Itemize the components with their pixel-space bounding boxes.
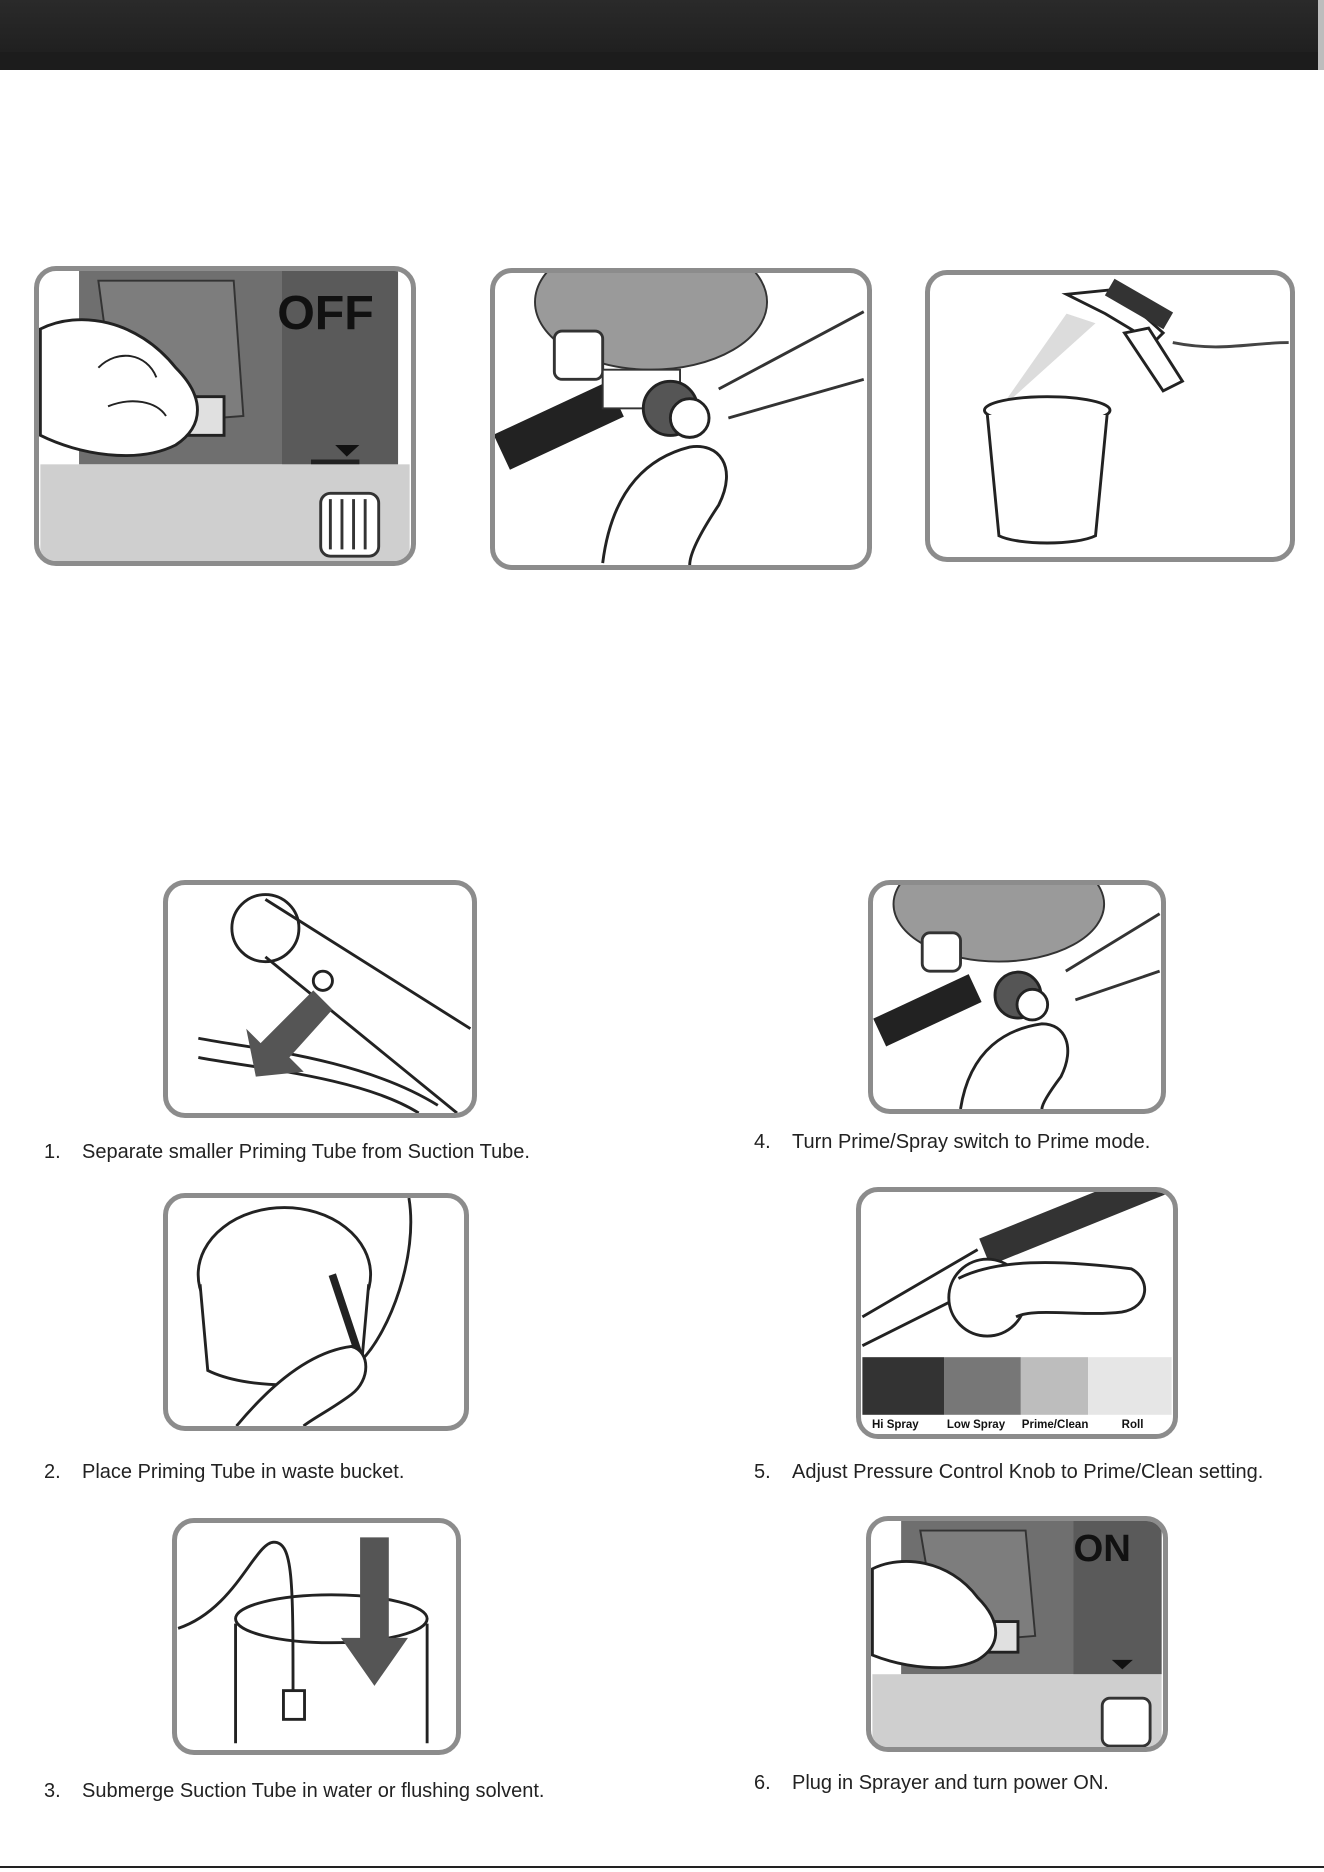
- on-label: ON: [1074, 1527, 1131, 1570]
- step-1-drawing: [198, 893, 472, 1113]
- illustration-step-5: Hi Spray Low Spray Prime/Clean Roll: [856, 1187, 1178, 1439]
- step-6-drawing: ON: [871, 1521, 1162, 1747]
- step-6-caption: 6. Plug in Sprayer and turn power ON.: [754, 1772, 1109, 1795]
- illustration-step-1: [163, 880, 477, 1118]
- step-6-text: Plug in Sprayer and turn power ON.: [792, 1772, 1109, 1794]
- step-1-number: 1.: [44, 1141, 61, 1163]
- step-4-text: Turn Prime/Spray switch to Prime mode.: [792, 1131, 1151, 1153]
- step-5-caption: 5. Adjust Pressure Control Knob to Prime/…: [754, 1461, 1263, 1484]
- knob-setting-prime-clean: Prime/Clean: [1022, 1419, 1089, 1431]
- step-3-text: Submerge Suction Tube in water or flushi…: [82, 1780, 545, 1802]
- illustration-spray-bucket: [925, 270, 1295, 562]
- spray-bucket-drawing: [983, 278, 1289, 545]
- illustration-step-3: [172, 1518, 461, 1755]
- off-label: OFF: [277, 286, 374, 340]
- step-4-number: 4.: [754, 1131, 771, 1153]
- header-edge: [1318, 0, 1324, 70]
- knob-setting-roll: Roll: [1122, 1419, 1144, 1431]
- step-4-caption: 4. Turn Prime/Spray switch to Prime mode.: [754, 1131, 1150, 1154]
- illustration-step-6: ON: [866, 1516, 1168, 1752]
- knob-setting-hi-spray: Hi Spray: [872, 1419, 919, 1431]
- step-1-caption: 1. Separate smaller Priming Tube from Suc…: [44, 1141, 530, 1164]
- step-4-drawing: [873, 885, 1161, 1109]
- step-2-caption: 2. Place Priming Tube in waste bucket.: [44, 1461, 404, 1484]
- step-5-drawing: Hi Spray Low Spray Prime/Clean Roll: [861, 1192, 1172, 1434]
- step-2-drawing: [196, 1198, 413, 1426]
- step-2-text: Place Priming Tube in waste bucket.: [82, 1461, 405, 1483]
- illustration-power-off: OFF: [34, 266, 416, 566]
- step-5-number: 5.: [754, 1461, 771, 1483]
- header-shine: [0, 0, 1324, 52]
- prime-switch-drawing: [495, 273, 865, 565]
- illustration-prime-switch-top: [490, 268, 872, 570]
- step-5-text: Adjust Pressure Control Knob to Prime/Cl…: [792, 1461, 1264, 1483]
- header-bar: [0, 0, 1324, 70]
- step-2-number: 2.: [44, 1461, 61, 1483]
- step-1-text: Separate smaller Priming Tube from Sucti…: [82, 1141, 530, 1163]
- footer-rule: [0, 1866, 1324, 1868]
- step-3-caption: 3. Submerge Suction Tube in water or flus…: [44, 1780, 544, 1803]
- illustration-step-2: [163, 1193, 469, 1431]
- step-3-drawing: [177, 1537, 429, 1744]
- step-6-number: 6.: [754, 1772, 771, 1794]
- power-off-drawing: OFF: [39, 271, 410, 561]
- illustration-step-4: [868, 880, 1166, 1114]
- step-3-number: 3.: [44, 1780, 61, 1802]
- knob-setting-low-spray: Low Spray: [947, 1419, 1006, 1431]
